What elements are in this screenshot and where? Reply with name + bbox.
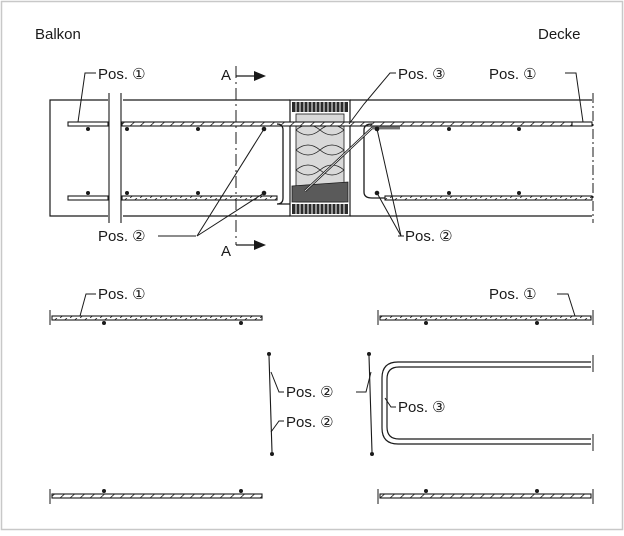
- pos2-label-bottom-2: Pos. ②: [286, 414, 334, 431]
- pos3-ubar-exploded: [381, 361, 591, 445]
- rebar-dots-top: [86, 126, 521, 196]
- pos1-label-top-left: Pos. ①: [98, 66, 146, 83]
- pos3-label-top: Pos. ③: [398, 66, 446, 83]
- decke-label: Decke: [538, 26, 581, 43]
- pos1-label-top-right: Pos. ①: [489, 66, 537, 83]
- leader-lines-top: [77, 72, 584, 237]
- pos1-label-bottom-right: Pos. ①: [489, 286, 537, 303]
- pos3-label-bottom: Pos. ③: [398, 399, 446, 416]
- pos2-stirrup-right: [363, 123, 385, 199]
- pos1-bar-balcony: [67, 121, 109, 127]
- section-line-a: [235, 66, 266, 250]
- pos2-label-top-right: Pos. ②: [405, 228, 453, 245]
- pos2-stirrup-exploded-left: [268, 355, 273, 453]
- pos1-label-bottom-left: Pos. ①: [98, 286, 146, 303]
- pos2-label-bottom-1: Pos. ②: [286, 384, 334, 401]
- pos2-stirrup-left: [276, 123, 290, 205]
- break-line: [108, 93, 122, 223]
- slab-section: A A: [49, 66, 594, 260]
- balkon-label: Balkon: [35, 26, 81, 43]
- section-label-top: A: [221, 67, 231, 84]
- section-label-bottom: A: [221, 243, 231, 260]
- exploded-view: [49, 293, 594, 504]
- pos2-stirrup-exploded-right: [368, 355, 373, 453]
- balcony-slab-outline: [49, 99, 108, 217]
- pos2-label-top-left: Pos. ②: [98, 228, 146, 245]
